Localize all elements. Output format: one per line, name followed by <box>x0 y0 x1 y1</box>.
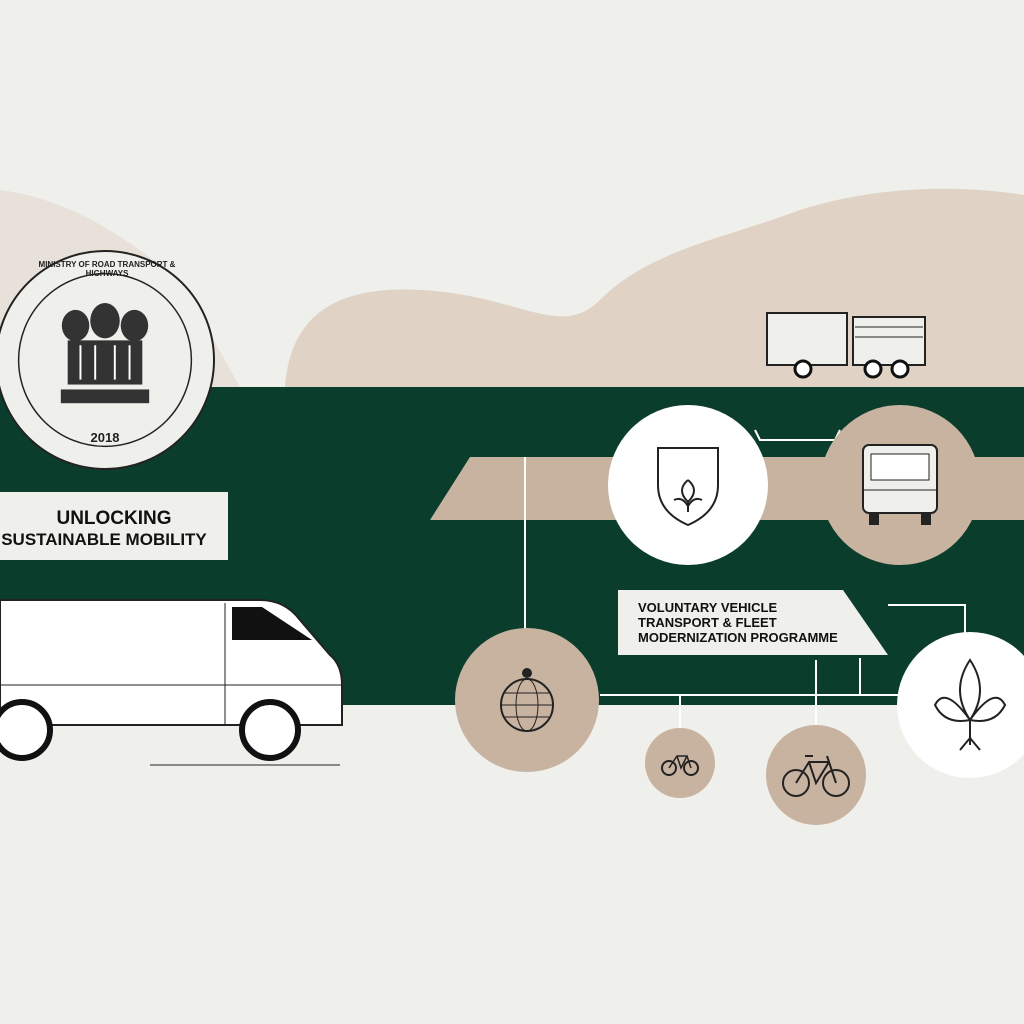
shield-leaf-circle <box>608 405 768 565</box>
seal-year: 2018 <box>90 430 120 445</box>
truck-icon <box>766 312 926 379</box>
programme-line1: VOLUNTARY VEHICLE <box>638 600 778 615</box>
leaves-icon <box>933 658 1007 751</box>
delivery-van-icon <box>0 599 343 766</box>
seal-ring-text: MINISTRY OF ROAD TRANSPORT & HIGHWAYS <box>38 260 176 278</box>
programme-label: VOLUNTARY VEHICLE TRANSPORT & FLEET MODE… <box>618 590 888 658</box>
headline-line1: UNLOCKING <box>56 508 172 529</box>
bicycle-small-circle <box>645 728 715 798</box>
bus-front-icon <box>862 444 938 525</box>
headline-box: UNLOCKING SUSTAINABLE MOBILITY <box>0 492 228 560</box>
leaves-circle <box>897 632 1024 778</box>
bus-front-circle <box>820 405 980 565</box>
programme-line2: TRANSPORT & FLEET <box>638 615 777 630</box>
seal-emblem-icon <box>17 272 193 448</box>
bicycle-circle <box>766 725 866 825</box>
programme-line3: MODERNIZATION PROGRAMME <box>638 630 838 645</box>
headline-line2: SUSTAINABLE MOBILITY <box>1 530 207 549</box>
government-seal: 2018 MINISTRY OF ROAD TRANSPORT & HIGHWA… <box>0 250 215 470</box>
globe-pin-circle <box>455 628 599 772</box>
bicycle-small-icon <box>661 755 699 776</box>
shield-leaf-icon <box>657 447 719 527</box>
globe-pin-icon <box>500 668 554 732</box>
bicycle-icon <box>782 755 850 797</box>
